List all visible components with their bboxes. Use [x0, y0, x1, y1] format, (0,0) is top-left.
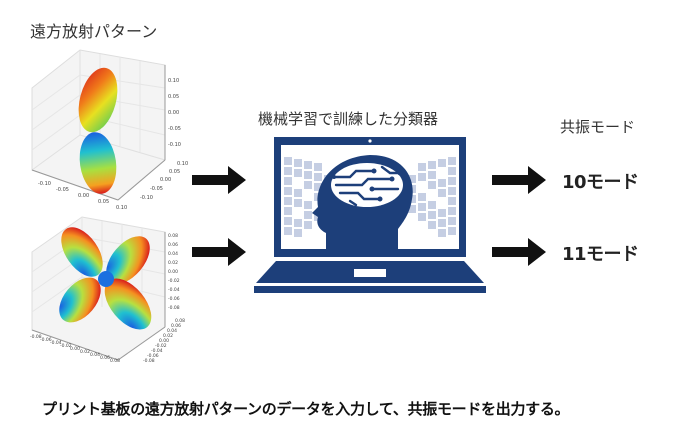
svg-text:0.06: 0.06: [100, 355, 110, 361]
resonance-mode-title: 共振モード: [560, 118, 636, 136]
camera-dot: [368, 139, 372, 143]
svg-text:-0.08: -0.08: [30, 334, 42, 340]
laptop-trackpad: [354, 269, 386, 277]
svg-text:0.08: 0.08: [110, 358, 120, 364]
svg-text:0.06: 0.06: [168, 242, 178, 248]
svg-text:0.04: 0.04: [168, 251, 178, 257]
svg-text:0.02: 0.02: [80, 349, 90, 355]
svg-text:-0.10: -0.10: [168, 142, 181, 148]
svg-text:0.05: 0.05: [169, 169, 180, 175]
svg-text:-0.05: -0.05: [56, 187, 69, 193]
svg-text:-0.02: -0.02: [168, 278, 180, 284]
arrow-right-icon: [492, 238, 546, 266]
svg-text:0.04: 0.04: [167, 328, 177, 334]
svg-text:0.00: 0.00: [78, 193, 89, 199]
svg-text:-0.04: -0.04: [50, 340, 62, 346]
lobe-pattern: [59, 227, 152, 330]
svg-text:0.08: 0.08: [168, 233, 178, 239]
svg-text:0.10: 0.10: [177, 161, 188, 167]
svg-text:0.02: 0.02: [168, 260, 178, 266]
svg-text:-0.06: -0.06: [147, 353, 159, 359]
svg-text:0.05: 0.05: [168, 94, 179, 100]
svg-text:0.00: 0.00: [159, 338, 169, 344]
svg-text:-0.04: -0.04: [151, 348, 163, 354]
radiation-plot-1: 0.10 0.05 0.00 -0.05 -0.10 0.10 0.05 0.0…: [31, 49, 188, 211]
lobe-pattern: [78, 67, 118, 194]
svg-text:0.00: 0.00: [160, 177, 171, 183]
svg-text:-0.05: -0.05: [168, 126, 181, 132]
svg-text:0.04: 0.04: [90, 352, 100, 358]
svg-text:-0.04: -0.04: [168, 287, 180, 293]
svg-text:0.05: 0.05: [98, 199, 109, 205]
svg-text:-0.10: -0.10: [38, 181, 51, 187]
arrow-right-icon: [192, 166, 246, 194]
svg-text:-0.02: -0.02: [60, 343, 72, 349]
data-grid-right: [408, 157, 456, 237]
mode-label-10: 10モード: [562, 172, 639, 193]
svg-text:0.10: 0.10: [116, 205, 127, 211]
svg-text:0.08: 0.08: [175, 318, 185, 324]
arrow-right-icon: [192, 238, 246, 266]
svg-text:-0.08: -0.08: [168, 305, 180, 311]
radiation-plot-2: 0.08 0.06 0.04 0.02 0.00 -0.02 -0.04 -0.…: [30, 216, 185, 364]
classifier-title: 機械学習で訓練した分類器: [258, 110, 439, 128]
far-field-pattern-title: 遠方放射パターン: [30, 22, 158, 41]
svg-text:0.00: 0.00: [168, 269, 178, 275]
svg-text:-0.05: -0.05: [150, 186, 163, 192]
caption: プリント基板の遠方放射パターンのデータを入力して、共振モードを出力する。: [42, 400, 570, 418]
svg-text:-0.06: -0.06: [168, 296, 180, 302]
svg-text:-0.08: -0.08: [143, 358, 155, 364]
svg-text:0.06: 0.06: [171, 323, 181, 329]
svg-text:-0.02: -0.02: [155, 343, 167, 349]
tick-labels: 0.08 0.06 0.04 0.02 0.00 -0.02 -0.04 -0.…: [30, 233, 185, 364]
svg-text:0.00: 0.00: [70, 346, 80, 352]
arrow-right-icon: [492, 166, 546, 194]
svg-text:-0.10: -0.10: [140, 195, 153, 201]
tick-labels: 0.10 0.05 0.00 -0.05 -0.10 0.10 0.05 0.0…: [38, 78, 188, 211]
svg-text:-0.06: -0.06: [40, 337, 52, 343]
data-grid-left: [284, 157, 332, 237]
svg-text:0.10: 0.10: [168, 78, 179, 84]
svg-text:0.02: 0.02: [163, 333, 173, 339]
mode-label-11: 11モード: [562, 244, 639, 265]
brain-head-icon: [312, 155, 413, 249]
svg-text:0.00: 0.00: [168, 110, 179, 116]
laptop-front-edge: [254, 286, 486, 293]
laptop-classifier-icon: [254, 137, 486, 293]
